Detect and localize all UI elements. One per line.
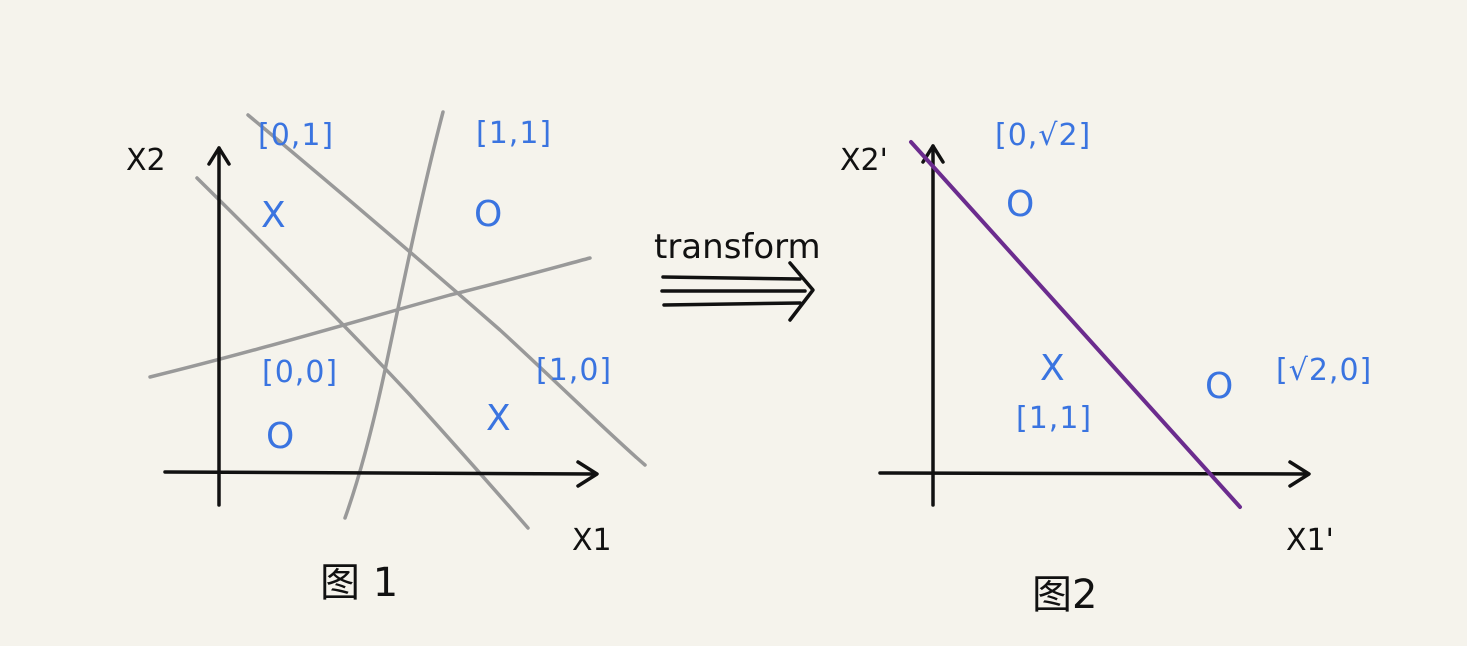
- point-coord-label: [1,1]: [1016, 401, 1092, 436]
- point-coord-label: [√2,0]: [1276, 353, 1372, 388]
- class-marker-x: X: [261, 195, 286, 236]
- x1-prime-axis-label: X1': [1286, 523, 1334, 558]
- point-coord-label: [1,0]: [536, 353, 612, 388]
- figure-1: X2 X1 [0,1] X [1,1] O [0,0] O [1,0] X 图 …: [126, 110, 647, 606]
- class-marker-o: O: [1205, 366, 1233, 407]
- figure-2: X2' X1' [0,√2] O X [1,1] O [√2,0] 图2: [840, 118, 1372, 618]
- point-coord-label: [0,√2]: [995, 118, 1091, 153]
- gray-line-1: [246, 113, 647, 467]
- gray-line-3: [343, 110, 445, 520]
- figure-2-caption: 图2: [1032, 572, 1097, 618]
- x1-axis-arrowhead: [576, 460, 599, 488]
- x2-prime-axis-label: X2': [840, 143, 888, 178]
- transform-arrow-group: transform: [654, 227, 821, 322]
- class-marker-x: X: [1040, 348, 1065, 389]
- x1-axis-label: X1: [572, 523, 612, 558]
- x2-axis-label: X2: [126, 143, 166, 178]
- point-coord-label: [0,0]: [262, 355, 338, 390]
- transform-label: transform: [654, 227, 821, 267]
- class-marker-o: O: [1006, 184, 1034, 225]
- x2-axis-arrowhead: [207, 146, 231, 166]
- figure-2-axes: [878, 144, 1311, 507]
- point-coord-label: [1,1]: [476, 116, 552, 151]
- double-arrow-icon: [660, 261, 815, 322]
- x1-axis: [163, 470, 598, 476]
- x1-prime-axis: [878, 471, 1310, 476]
- gray-line-4: [148, 256, 592, 379]
- point-coord-label: [0,1]: [258, 118, 334, 153]
- class-marker-x: X: [486, 398, 511, 439]
- linear-separator-line: [909, 140, 1242, 509]
- figure-1-axes: [163, 146, 599, 507]
- class-marker-o: O: [266, 416, 294, 457]
- figure-1-caption: 图 1: [320, 560, 398, 606]
- x1-prime-axis-arrowhead: [1288, 460, 1311, 488]
- failed-separator-lines: [148, 110, 647, 530]
- class-marker-o: O: [474, 194, 502, 235]
- gray-line-2: [195, 176, 530, 530]
